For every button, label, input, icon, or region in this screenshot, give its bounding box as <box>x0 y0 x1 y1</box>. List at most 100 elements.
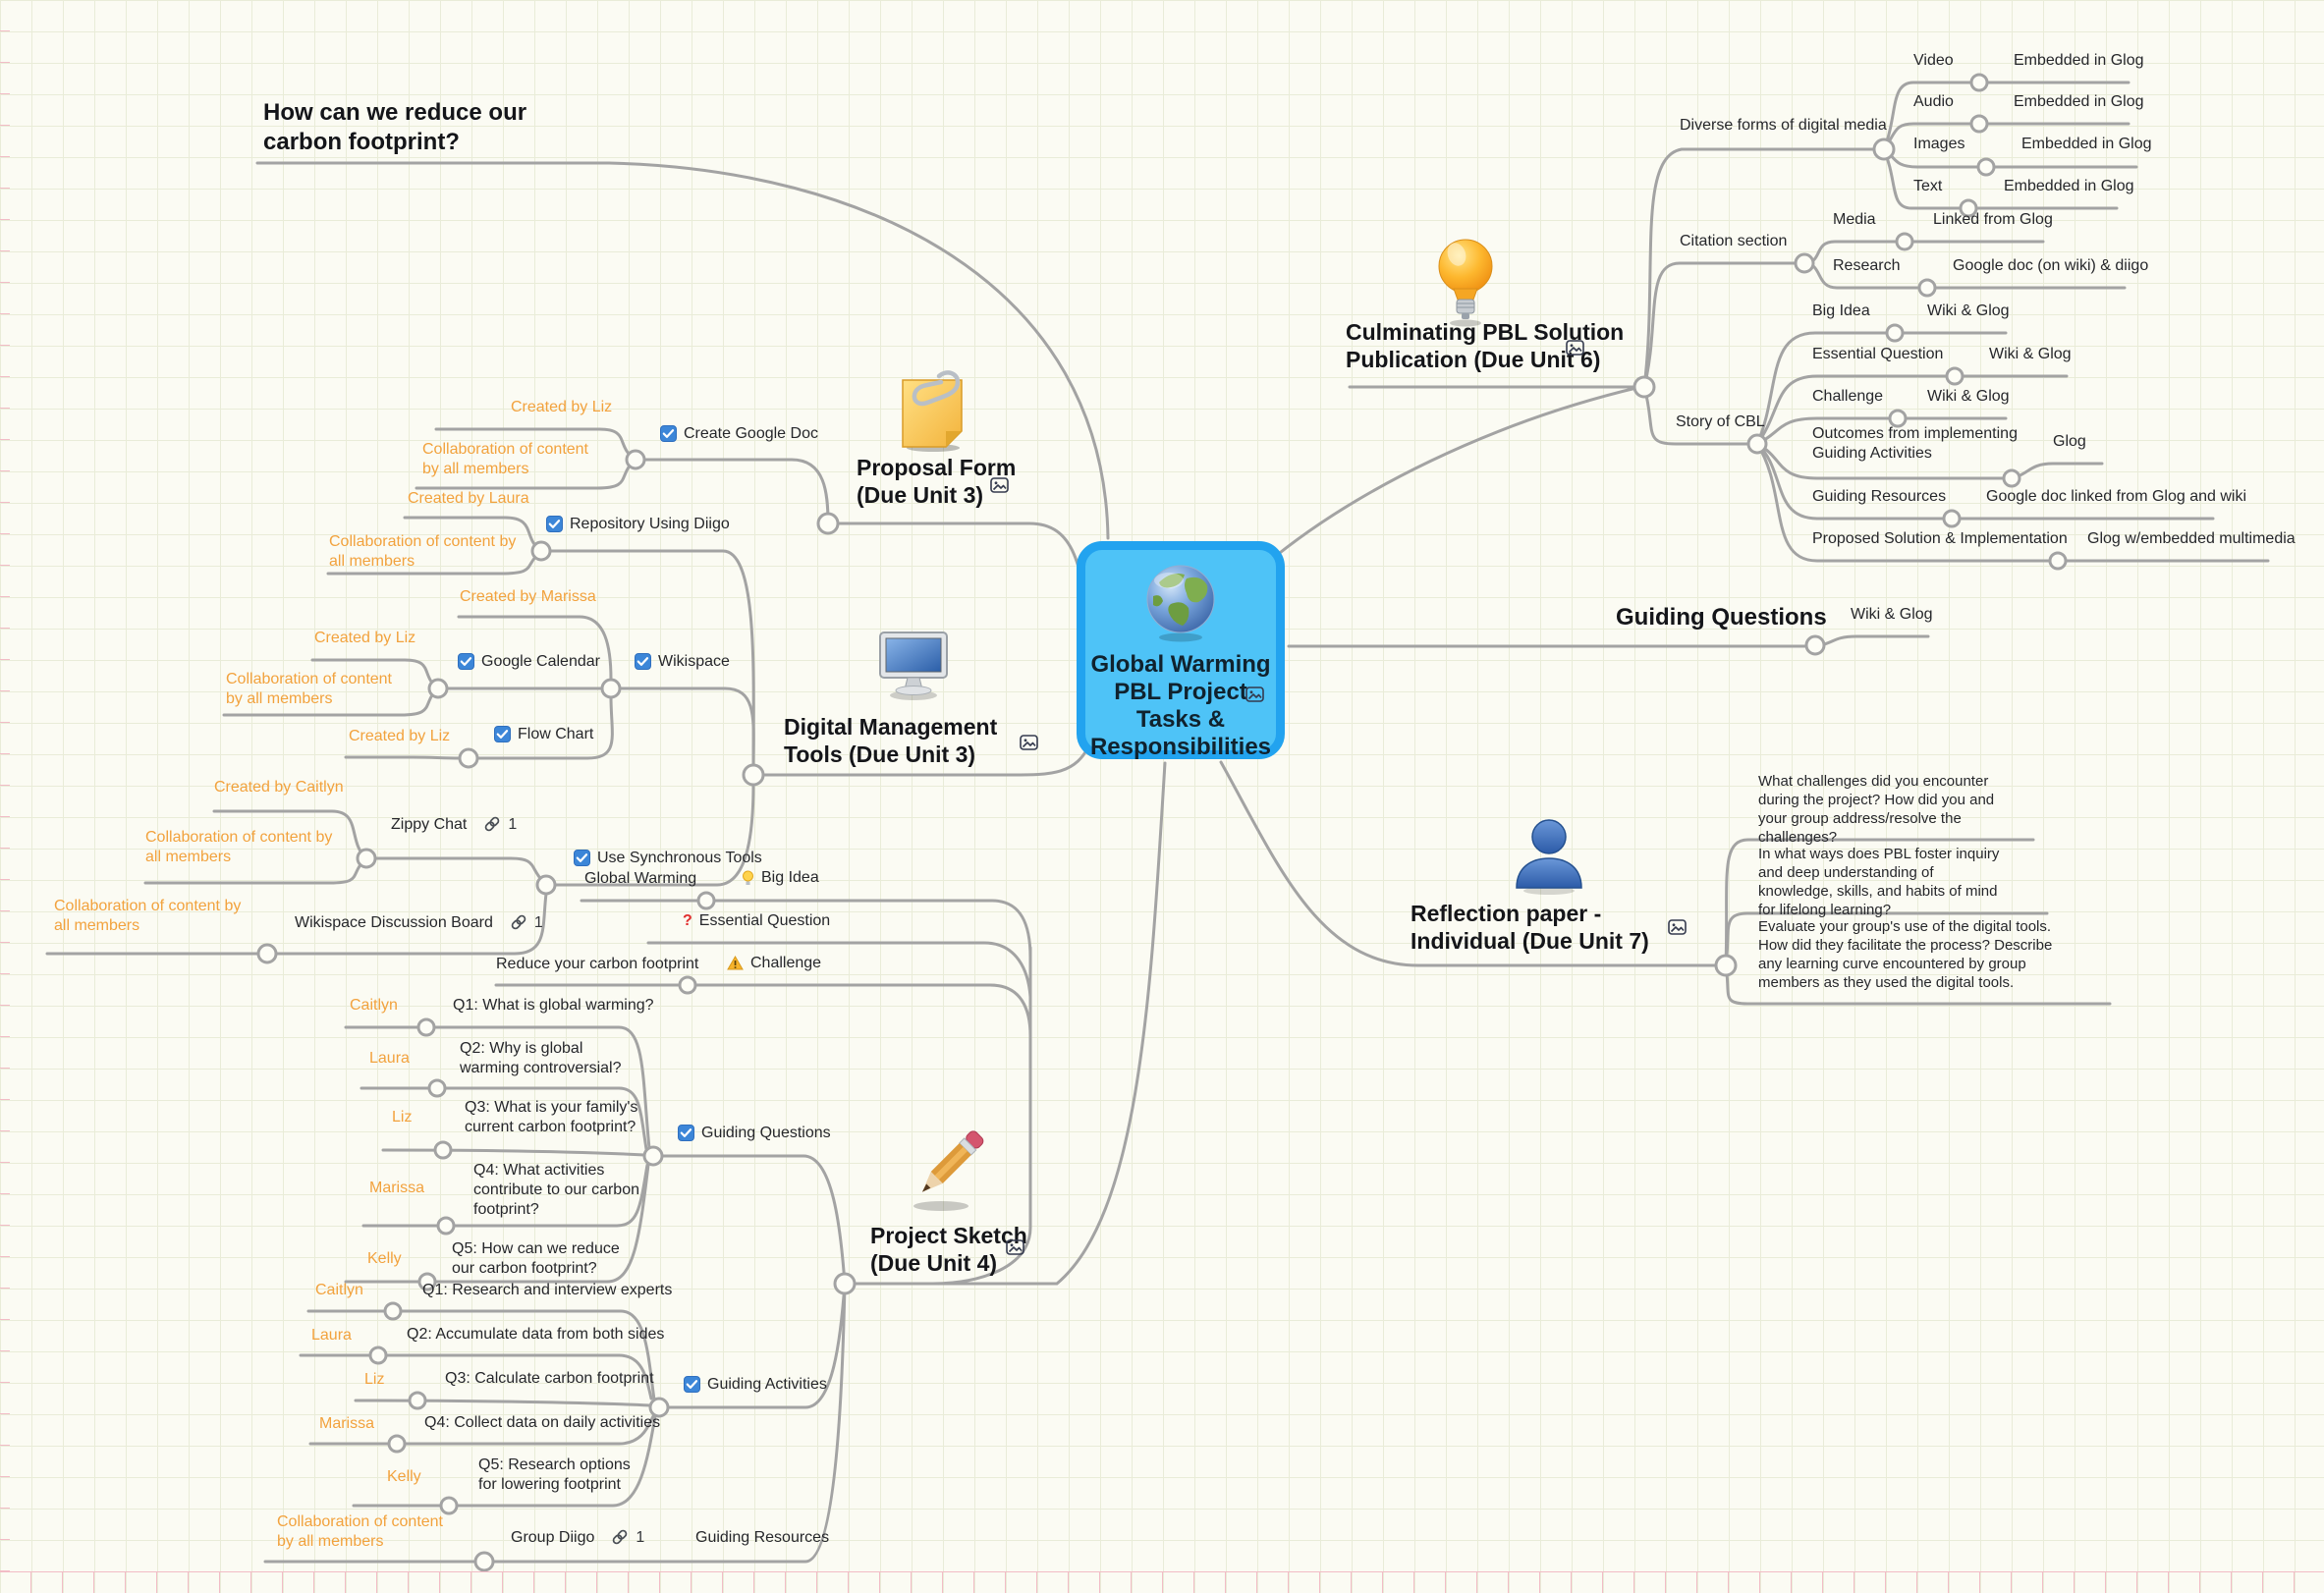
owner-kelly[interactable]: Kelly <box>367 1250 402 1267</box>
topic-q3[interactable]: Q3: What is your family's current carbon… <box>465 1099 638 1135</box>
topic-a5[interactable]: Q5: Research options for lowering footpr… <box>478 1456 631 1493</box>
topic-audio-value[interactable]: Embedded in Glog <box>2014 93 2144 110</box>
topic-citation-section[interactable]: Citation section <box>1680 233 1788 249</box>
topic-created-by-caitlyn[interactable]: Created by Caitlyn <box>214 779 344 796</box>
topic-images[interactable]: Images <box>1913 136 1965 152</box>
topic-diverse-digital-media[interactable]: Diverse forms of digital media <box>1680 117 1887 134</box>
branch-toggle[interactable] <box>383 1301 403 1321</box>
branch-toggle[interactable] <box>535 874 557 896</box>
branch-toggle[interactable] <box>408 1391 427 1410</box>
topic-created-by-liz[interactable]: Created by Liz <box>511 399 613 415</box>
topic-a1[interactable]: Q1: Research and interview experts <box>422 1282 673 1298</box>
topic-research[interactable]: Research <box>1833 257 1901 274</box>
topic-story-big-idea-value[interactable]: Wiki & Glog <box>1927 302 2010 319</box>
topic-wikispace-discussion-board[interactable]: Wikispace Discussion Board <box>295 914 493 931</box>
branch-toggle[interactable] <box>600 678 622 699</box>
branch-toggle[interactable] <box>2002 468 2021 488</box>
branch-toggle[interactable] <box>1976 157 1996 177</box>
culminating-image-attachment-icon[interactable] <box>1566 340 1584 356</box>
branch-toggle[interactable] <box>1746 433 1768 455</box>
topic-research-value[interactable]: Google doc (on wiki) & diigo <box>1953 257 2149 274</box>
topic-media[interactable]: Media <box>1833 211 1876 228</box>
link-icon[interactable] <box>483 815 501 833</box>
branch-toggle[interactable] <box>368 1346 388 1365</box>
branch-toggle[interactable] <box>427 678 449 699</box>
topic-collaboration[interactable]: Collaboration of content by all members <box>54 898 242 934</box>
topic-digital-management-tools[interactable]: Digital Management Tools (Due Unit 3) <box>784 714 998 767</box>
topic-video[interactable]: Video <box>1913 52 1954 69</box>
checkbox-icon[interactable] <box>678 1125 694 1141</box>
link-count[interactable]: 1 <box>533 914 543 931</box>
branch-toggle[interactable] <box>1969 114 1989 134</box>
link-count[interactable]: 1 <box>636 1529 645 1546</box>
branch-toggle[interactable] <box>436 1216 456 1236</box>
root-topic[interactable]: Global Warming PBL Project Tasks & Respo… <box>1077 541 1285 760</box>
topic-story-essential-question[interactable]: Essential Question <box>1812 346 1944 362</box>
reflection-image-attachment-icon[interactable] <box>1668 919 1687 935</box>
topic-reflection-prompt-3[interactable]: Evaluate your group's use of the digital… <box>1758 918 2053 991</box>
topic-created-by-liz[interactable]: Created by Liz <box>349 728 451 744</box>
topic-story-proposed-solution[interactable]: Proposed Solution & Implementation <box>1812 530 2068 547</box>
branch-toggle[interactable] <box>387 1434 407 1454</box>
owner-laura[interactable]: Laura <box>311 1327 352 1344</box>
branch-toggle[interactable] <box>427 1078 447 1098</box>
branch-toggle[interactable] <box>642 1145 664 1167</box>
topic-video-value[interactable]: Embedded in Glog <box>2014 52 2144 69</box>
branch-toggle[interactable] <box>416 1017 436 1037</box>
branch-toggle[interactable] <box>625 449 646 470</box>
topic-proposal-form[interactable]: Proposal Form (Due Unit 3) <box>857 455 1017 508</box>
topic-repository-diigo[interactable]: Repository Using Diigo <box>570 516 730 532</box>
project-sketch-image-attachment-icon[interactable] <box>1006 1239 1024 1255</box>
topic-guiding-questions-branch[interactable]: Guiding Questions <box>1616 604 1827 631</box>
branch-toggle[interactable] <box>742 763 765 787</box>
topic-story-proposed-solution-value[interactable]: Glog w/embedded multimedia <box>2087 530 2296 547</box>
branch-toggle[interactable] <box>1895 232 1914 251</box>
link-icon[interactable] <box>510 913 527 931</box>
branch-toggle[interactable] <box>1917 278 1937 298</box>
topic-collaboration[interactable]: Collaboration of content by all members <box>422 441 588 477</box>
branch-toggle[interactable] <box>1945 366 1964 386</box>
topic-create-google-doc[interactable]: Create Google Doc <box>684 425 818 442</box>
branch-toggle[interactable] <box>1942 509 1962 528</box>
topic-google-calendar[interactable]: Google Calendar <box>481 653 600 670</box>
topic-collaboration[interactable]: Collaboration of content by all members <box>329 533 517 570</box>
topic-q1[interactable]: Q1: What is global warming? <box>453 997 654 1014</box>
owner-caitlyn[interactable]: Caitlyn <box>350 997 398 1014</box>
checkbox-icon[interactable] <box>684 1376 700 1393</box>
branch-toggle[interactable] <box>678 975 697 995</box>
topic-audio[interactable]: Audio <box>1913 93 1954 110</box>
topic-story-essential-question-value[interactable]: Wiki & Glog <box>1989 346 2072 362</box>
branch-toggle[interactable] <box>833 1272 857 1295</box>
topic-text[interactable]: Text <box>1913 178 1943 194</box>
branch-toggle[interactable] <box>256 943 278 964</box>
topic-a4[interactable]: Q4: Collect data on daily activities <box>424 1414 661 1431</box>
branch-toggle[interactable] <box>1885 323 1905 343</box>
digital-tools-image-attachment-icon[interactable] <box>1020 735 1038 750</box>
topic-guiding-resources[interactable]: Guiding Resources <box>695 1529 830 1546</box>
checkbox-icon[interactable] <box>660 425 677 442</box>
topic-wikispace[interactable]: Wikispace <box>658 653 730 670</box>
topic-group-diigo[interactable]: Group Diigo <box>511 1529 595 1546</box>
branch-toggle[interactable] <box>530 540 552 562</box>
checkbox-icon[interactable] <box>546 516 563 532</box>
topic-use-synchronous-tools[interactable]: Use Synchronous Tools <box>597 850 762 866</box>
owner-marissa[interactable]: Marissa <box>319 1415 375 1432</box>
branch-toggle[interactable] <box>2048 551 2068 571</box>
root-image-attachment-icon[interactable] <box>1245 687 1264 702</box>
topic-story-challenge[interactable]: Challenge <box>1812 388 1884 405</box>
topic-guiding-questions[interactable]: Guiding Questions <box>701 1125 831 1141</box>
topic-q2[interactable]: Q2: Why is global warming controversial? <box>460 1040 622 1076</box>
owner-laura[interactable]: Laura <box>369 1050 410 1067</box>
topic-zippy-chat[interactable]: Zippy Chat <box>391 816 468 833</box>
topic-a2[interactable]: Q2: Accumulate data from both sides <box>407 1326 665 1343</box>
branch-toggle[interactable] <box>648 1397 670 1418</box>
topic-reflection-prompt-1[interactable]: What challenges did you encounter during… <box>1758 773 1995 846</box>
topic-a3[interactable]: Q3: Calculate carbon footprint <box>445 1370 654 1387</box>
owner-caitlyn[interactable]: Caitlyn <box>315 1282 363 1298</box>
checkbox-icon[interactable] <box>574 850 590 866</box>
topic-story-challenge-value[interactable]: Wiki & Glog <box>1927 388 2010 405</box>
branch-toggle[interactable] <box>1888 409 1908 428</box>
owner-liz[interactable]: Liz <box>364 1371 385 1388</box>
topic-collaboration[interactable]: Collaboration of content by all members <box>145 829 333 865</box>
branch-toggle[interactable] <box>1794 252 1815 274</box>
